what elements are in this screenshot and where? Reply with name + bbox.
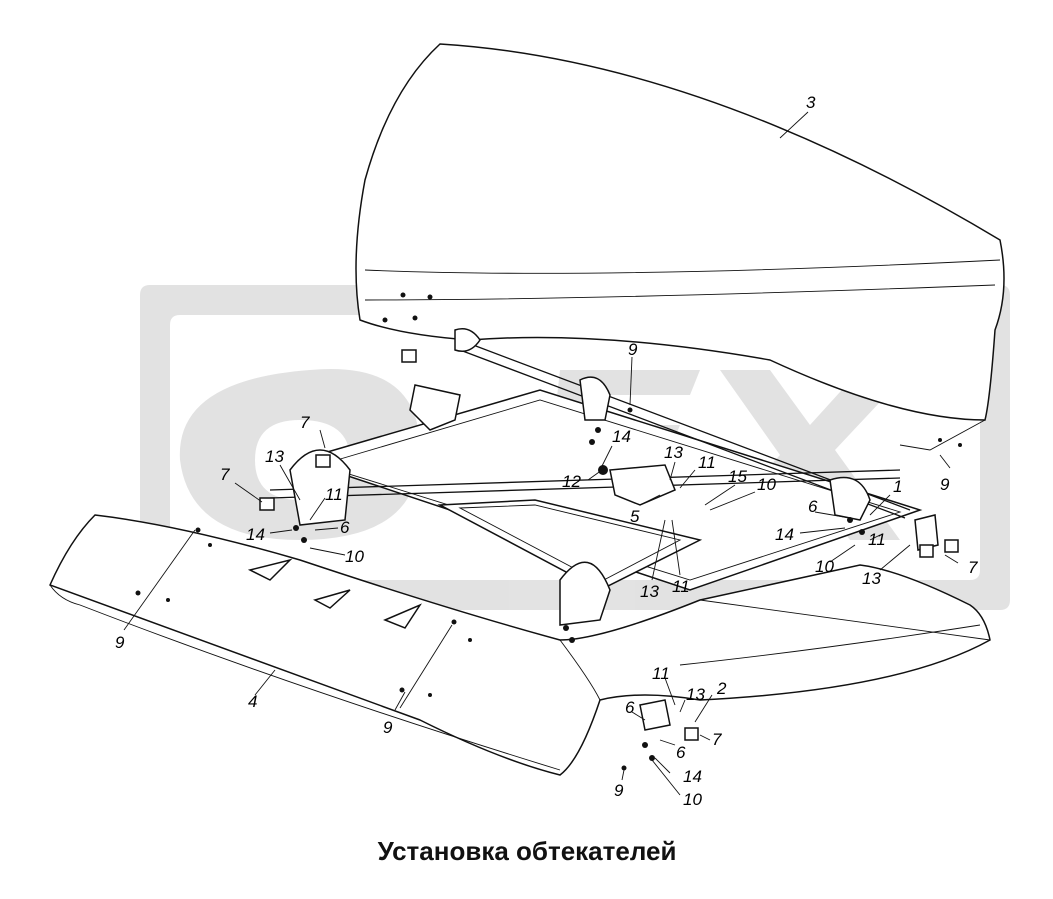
callout-14: 14 xyxy=(246,525,265,544)
callout-14: 14 xyxy=(612,427,631,446)
callout-9: 9 xyxy=(614,781,624,800)
callout-4: 4 xyxy=(248,692,257,711)
callout-9: 9 xyxy=(383,718,393,737)
callout-15: 15 xyxy=(728,467,747,486)
callout-13: 13 xyxy=(664,443,683,462)
callout-13: 13 xyxy=(686,685,705,704)
callout-7: 7 xyxy=(300,413,310,432)
callout-2: 2 xyxy=(716,679,727,698)
callout-10: 10 xyxy=(683,790,702,809)
callout-14: 14 xyxy=(683,767,702,786)
callout-13: 13 xyxy=(640,582,659,601)
callout-7: 7 xyxy=(968,558,978,577)
callout-labels: 3 9 9 7 13 7 11 6 14 10 14 13 11 12 15 1… xyxy=(115,93,978,809)
callout-9: 9 xyxy=(628,340,638,359)
callout-11: 11 xyxy=(868,530,886,549)
callout-10: 10 xyxy=(815,557,834,576)
callout-6: 6 xyxy=(625,698,635,717)
roof-fairing-part-3 xyxy=(355,43,1005,451)
callout-10: 10 xyxy=(345,547,364,566)
callout-6: 6 xyxy=(340,518,350,537)
callout-11: 11 xyxy=(325,485,343,504)
callout-12: 12 xyxy=(562,472,581,491)
callout-14: 14 xyxy=(775,525,794,544)
callout-7: 7 xyxy=(220,465,230,484)
callout-13: 13 xyxy=(265,447,284,466)
front-fairing-part-4 xyxy=(48,514,991,776)
callout-7: 7 xyxy=(712,730,722,749)
callout-6: 6 xyxy=(808,497,818,516)
callout-3: 3 xyxy=(806,93,816,112)
callout-13: 13 xyxy=(862,569,881,588)
diagram-caption: Установка обтекателей xyxy=(378,836,677,866)
callout-9: 9 xyxy=(940,475,950,494)
leader-lines xyxy=(123,111,959,796)
callout-5: 5 xyxy=(630,507,640,526)
callout-11: 11 xyxy=(672,577,690,596)
callout-10: 10 xyxy=(757,475,776,494)
mounting-frame xyxy=(135,328,959,771)
callout-9: 9 xyxy=(115,633,125,652)
callout-11: 11 xyxy=(652,664,670,683)
callout-11: 11 xyxy=(698,453,716,472)
callout-6: 6 xyxy=(676,743,686,762)
callout-1: 1 xyxy=(893,477,902,496)
